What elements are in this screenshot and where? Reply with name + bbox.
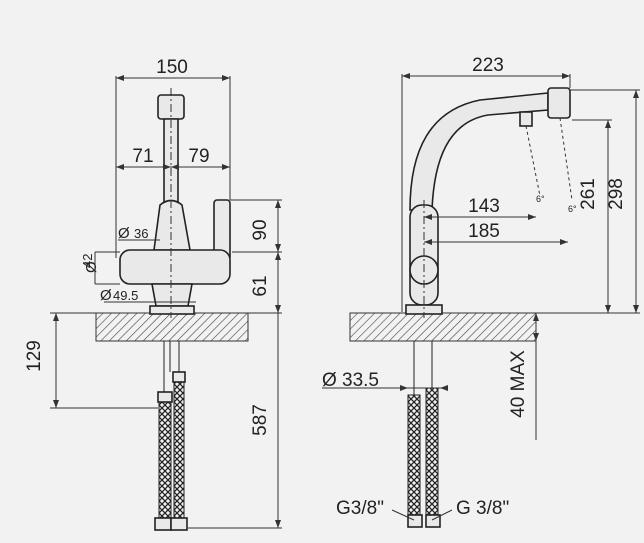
side-angle-mark-right: 6° bbox=[568, 204, 577, 214]
front-dim-71: 71 bbox=[132, 146, 153, 167]
side-spout bbox=[409, 92, 549, 211]
front-countertop bbox=[95, 312, 249, 342]
front-dim-150: 150 bbox=[156, 57, 188, 78]
front-dia-36: 36 bbox=[134, 226, 148, 241]
front-hose-right bbox=[173, 379, 185, 521]
side-angle-mark-left: 6° bbox=[536, 194, 545, 204]
side-thread-right: G 3/8" bbox=[456, 498, 509, 519]
side-dim-185: 185 bbox=[468, 221, 500, 242]
front-dim-79: 79 bbox=[188, 146, 209, 167]
side-hose-right bbox=[425, 387, 439, 518]
front-dia-49-5-symbol: Ø bbox=[100, 287, 112, 304]
front-hose-left bbox=[158, 399, 172, 521]
front-main-body bbox=[119, 249, 231, 285]
side-view: 6° 6° 223 143 185 261 298 bbox=[322, 55, 640, 528]
front-dia-42-symbol: Ø bbox=[83, 261, 100, 273]
side-dim-143: 143 bbox=[468, 196, 500, 217]
front-dia-36-symbol: Ø bbox=[118, 225, 130, 242]
side-dim-261: 261 bbox=[578, 178, 599, 210]
side-dim-298: 298 bbox=[606, 178, 627, 210]
side-dia-33-5: 33.5 bbox=[342, 370, 379, 391]
front-lower-neck bbox=[151, 283, 193, 307]
front-base-ring bbox=[149, 305, 195, 315]
side-dim-40-max: 40 MAX bbox=[508, 350, 529, 418]
front-dim-587: 587 bbox=[250, 404, 271, 436]
front-dia-42: 42 bbox=[80, 254, 95, 268]
side-dia-33-5-symbol: Ø bbox=[322, 370, 337, 391]
front-dia-49-5: 49.5 bbox=[113, 288, 138, 303]
side-dim-223: 223 bbox=[472, 55, 504, 76]
front-view: 150 71 79 Ø 36 Ø 42 Ø 49.5 90 61 bbox=[24, 57, 282, 531]
side-spout-head bbox=[547, 87, 571, 119]
side-thread-left: G3/8" bbox=[336, 498, 384, 519]
front-dim-90: 90 bbox=[250, 219, 271, 240]
side-countertop bbox=[349, 312, 537, 342]
side-hose-left bbox=[407, 394, 421, 518]
front-dim-129: 129 bbox=[24, 340, 45, 372]
front-upper-body bbox=[153, 199, 191, 251]
front-dim-61: 61 bbox=[250, 275, 271, 296]
